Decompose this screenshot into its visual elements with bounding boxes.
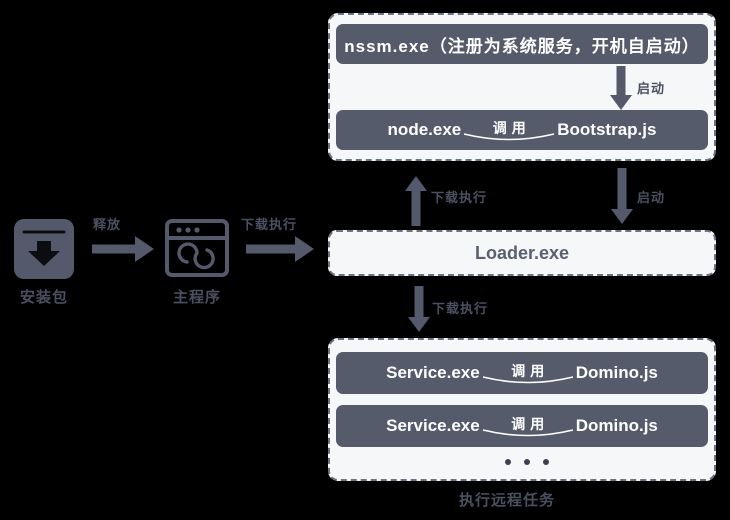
arrow-label-start-inner: 启动 [637,81,666,96]
relation-link-label-2: 调用 [511,362,550,379]
arrow-download-execute-down [408,286,430,332]
bar-service-exe-domino-2: Service.exe 调用 Domino.js [336,405,708,447]
relation-left-node-exe: node.exe [387,120,462,139]
arrow-label-start-to-loader: 启动 [637,190,666,205]
bar-nssm-label: nssm.exe（注册为系统服务，开机自启动） [344,36,700,56]
bar-service-exe-domino-1: Service.exe 调用 Domino.js [336,352,708,394]
bar-node-exe-bootstrap: node.exe 调用 Bootstrap.js [336,110,708,150]
ellipsis-more-services [505,459,549,465]
ellipsis-dot [543,459,549,465]
node-caption-main-program: 主程序 [172,289,221,306]
loader-label: Loader.exe [474,242,570,263]
relation-right-bootstrap-js: Bootstrap.js [557,120,657,139]
relation-left-service-exe-1: Service.exe [386,363,480,382]
relation-link-call-1: 调用 [461,118,557,143]
relation-node-bootstrap: node.exe 调用 Bootstrap.js [336,118,708,143]
arrow-release [92,236,154,262]
relation-link-call-2: 调用 [480,361,576,386]
relation-arc-1 [463,132,555,144]
ellipsis-dot [524,459,530,465]
arrow-start-inner [610,66,632,110]
relation-right-domino-js-2: Domino.js [575,416,658,435]
relation-link-label-3: 调用 [511,415,550,432]
relation-link-call-3: 调用 [480,414,576,439]
package-download-icon [13,218,75,280]
relation-service-domino-1: Service.exe 调用 Domino.js [336,361,708,386]
relation-service-domino-2: Service.exe 调用 Domino.js [336,414,708,439]
node-caption-installer: 安装包 [19,289,68,306]
arrow-label-download-execute-1: 下载执行 [241,217,298,232]
bar-nssm-exe: nssm.exe（注册为系统服务，开机自启动） [336,24,708,64]
browser-window-infinity-icon [165,218,229,280]
arrow-start-to-loader [611,168,633,224]
arrow-label-download-execute-up: 下载执行 [431,190,488,205]
loader-box: Loader.exe [328,230,716,276]
relation-arc-2 [482,375,574,387]
relation-left-service-exe-2: Service.exe [386,416,480,435]
ellipsis-dot [505,459,511,465]
arrow-download-execute-1 [246,236,314,262]
arrow-label-release: 释放 [93,217,122,232]
relation-right-domino-js-1: Domino.js [575,363,658,382]
arrow-download-execute-up [405,176,427,226]
relation-arc-3 [482,428,574,440]
relation-link-label-1: 调用 [492,119,531,136]
arrow-label-download-execute-down: 下载执行 [432,301,489,316]
task-panel-caption: 执行远程任务 [459,492,556,509]
